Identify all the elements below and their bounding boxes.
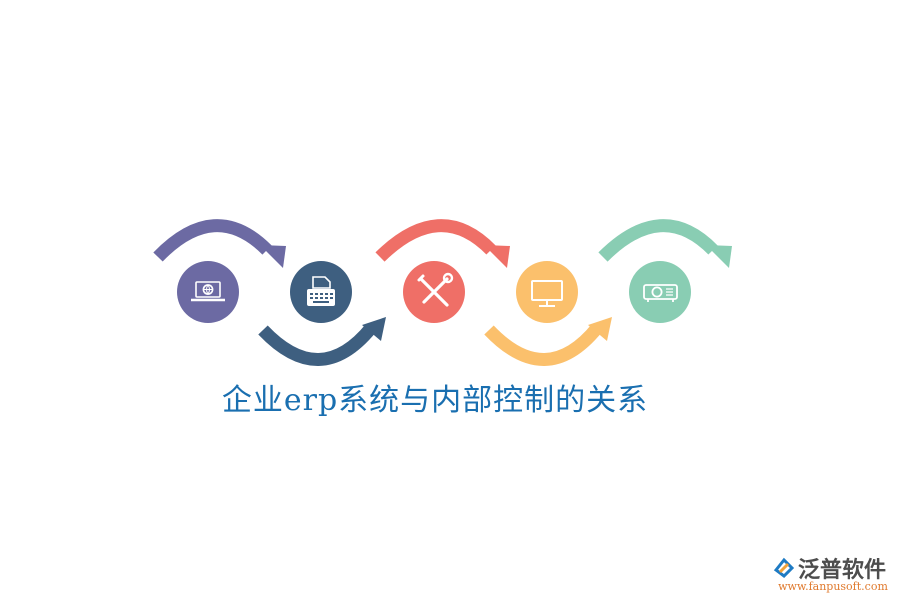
step-2 bbox=[290, 261, 352, 323]
step-3 bbox=[403, 261, 465, 323]
brand-name: 泛普软件 bbox=[798, 558, 887, 583]
diagram-title: 企业erp系统与内部控制的关系 bbox=[221, 383, 649, 418]
laptop-globe-icon bbox=[191, 281, 225, 302]
arrow-1 bbox=[153, 219, 286, 268]
projector-icon bbox=[643, 284, 678, 302]
wrench-screwdriver-icon bbox=[417, 272, 454, 307]
step-1 bbox=[177, 261, 239, 323]
brand-logo[interactable]: 泛普软件 www.fanpusoft.com bbox=[772, 552, 894, 598]
arrows bbox=[153, 219, 732, 366]
step-5 bbox=[629, 261, 691, 323]
brand-logo-icon bbox=[773, 557, 795, 578]
arrow-3 bbox=[375, 219, 510, 268]
arrow-4 bbox=[484, 317, 612, 366]
monitor-icon bbox=[531, 280, 563, 307]
step-4 bbox=[516, 261, 578, 323]
arrow-2 bbox=[258, 317, 386, 366]
typewriter-icon bbox=[307, 276, 335, 306]
brand-url[interactable]: www.fanpusoft.com bbox=[778, 580, 888, 593]
arrow-5 bbox=[598, 219, 732, 268]
